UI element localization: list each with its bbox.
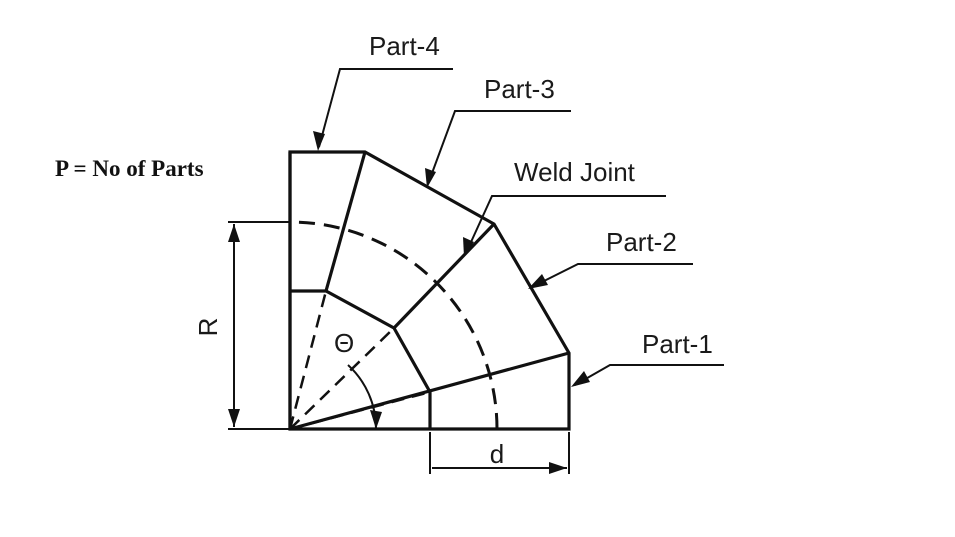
angle-arrowhead bbox=[370, 410, 382, 429]
callout-part2-label: Part-2 bbox=[606, 227, 677, 257]
r-label: R bbox=[193, 318, 223, 337]
weld-joint-line-2 bbox=[392, 222, 496, 330]
callout-part3-leader bbox=[427, 110, 571, 185]
d-arrow-right bbox=[549, 462, 567, 474]
weld-joint-line-3 bbox=[324, 151, 367, 292]
callout-part3-label: Part-3 bbox=[484, 74, 555, 104]
callout-weld-joint-arrow bbox=[463, 237, 474, 257]
callout-part1-leader bbox=[574, 364, 724, 386]
d-label: d bbox=[490, 439, 504, 469]
angle-arc bbox=[347, 364, 378, 430]
radial-dash-2 bbox=[289, 327, 395, 430]
callout-part1-arrow bbox=[571, 371, 590, 387]
callout-part4-label: Part-4 bbox=[369, 31, 440, 61]
callout-part3-arrow bbox=[425, 168, 436, 188]
formula-label: P = No of Parts bbox=[55, 156, 204, 181]
centerline-arc bbox=[289, 220, 499, 430]
r-arrow-top bbox=[228, 224, 240, 242]
angle-label: Θ bbox=[334, 328, 354, 358]
radial-dash-3 bbox=[288, 290, 328, 430]
callout-part4-arrow bbox=[313, 131, 325, 151]
radial-dash-1 bbox=[289, 390, 431, 431]
callout-part4-leader bbox=[318, 68, 453, 148]
callout-part2-leader bbox=[531, 263, 693, 288]
callout-part2-arrow bbox=[528, 274, 548, 289]
callout-weld-joint-leader bbox=[465, 195, 666, 254]
callout-part1-label: Part-1 bbox=[642, 329, 713, 359]
r-arrow-bottom bbox=[228, 409, 240, 427]
callout-weld-joint-label: Weld Joint bbox=[514, 157, 636, 187]
